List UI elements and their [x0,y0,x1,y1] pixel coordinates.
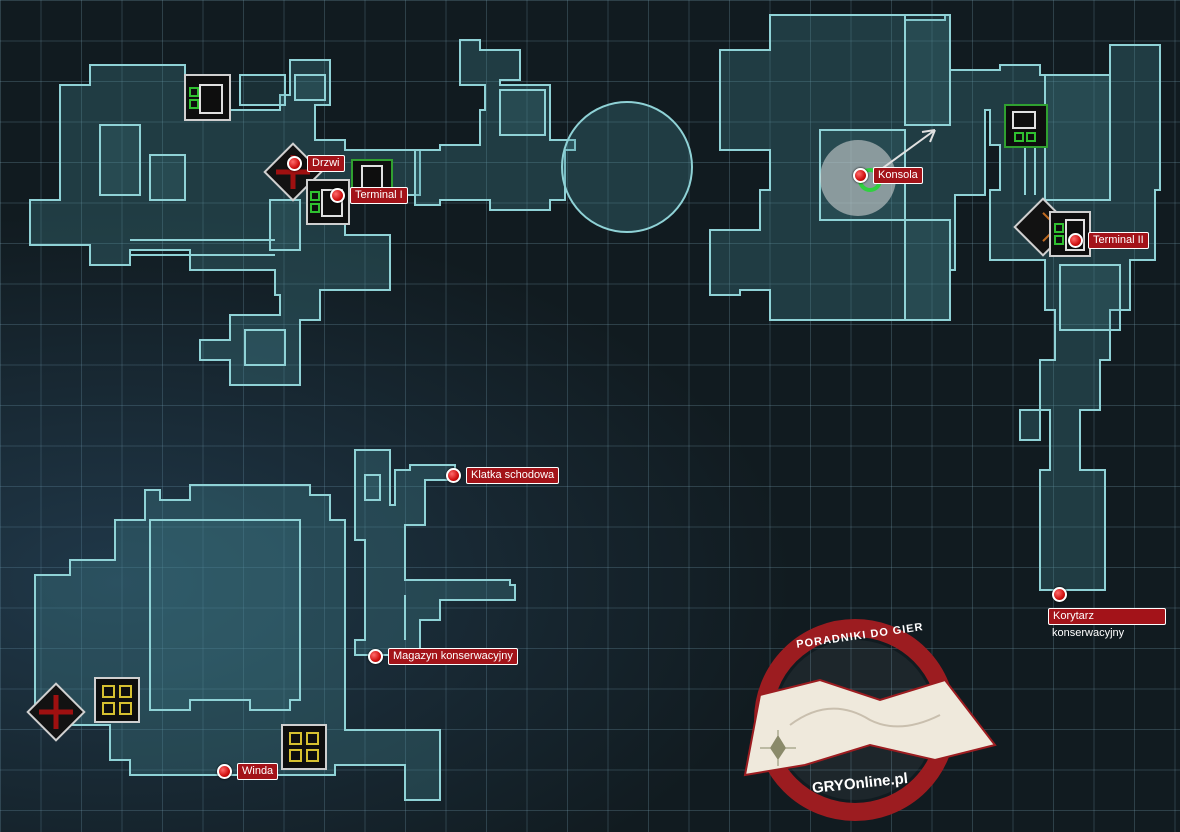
marker-label: Terminal II [1088,232,1149,249]
marker-label: Korytarz [1048,608,1166,625]
marker-korytarz-konserwacyjny-dot[interactable] [1052,587,1067,602]
marker-magazyn-konserwacyjny[interactable]: Magazyn konserwacyjny [368,648,518,665]
marker-klatka-schodowa[interactable]: Klatka schodowa [446,467,560,484]
marker-dot-icon [287,156,302,171]
marker-dot-icon [446,468,461,483]
ne-complex [709,14,1161,591]
marker-dot-icon [853,168,868,183]
marker-konsola[interactable]: Konsola [853,167,923,184]
central-north [414,39,693,233]
marker-dot-icon [368,649,383,664]
marker-winda[interactable]: Winda [217,763,279,780]
marker-label: Konsola [873,167,923,184]
marker-dot-icon [1052,587,1067,602]
marker-drzwi[interactable]: Drzwi [287,155,345,172]
marker-terminal-2[interactable]: Terminal II [1068,232,1149,249]
marker-terminal-1[interactable]: Terminal I [330,187,408,204]
marker-label: Winda [237,763,279,780]
marker-korytarz-konserwacyjny-label: Korytarz konserwacyjny [1048,608,1166,640]
nw-complex [29,59,421,386]
sw-complex [34,449,516,801]
marker-label: Terminal I [350,187,408,204]
marker-label: Drzwi [307,155,345,172]
marker-dot-icon [1068,233,1083,248]
marker-label: Magazyn konserwacyjny [388,648,518,665]
marker-label-second-line: konserwacyjny [1052,627,1125,639]
terminal-icons [184,74,1091,257]
marker-label: Klatka schodowa [466,467,560,484]
elevator-icons [94,677,327,770]
gryonline-logo [743,619,997,821]
marker-dot-icon [330,188,345,203]
marker-dot-icon [217,764,232,779]
